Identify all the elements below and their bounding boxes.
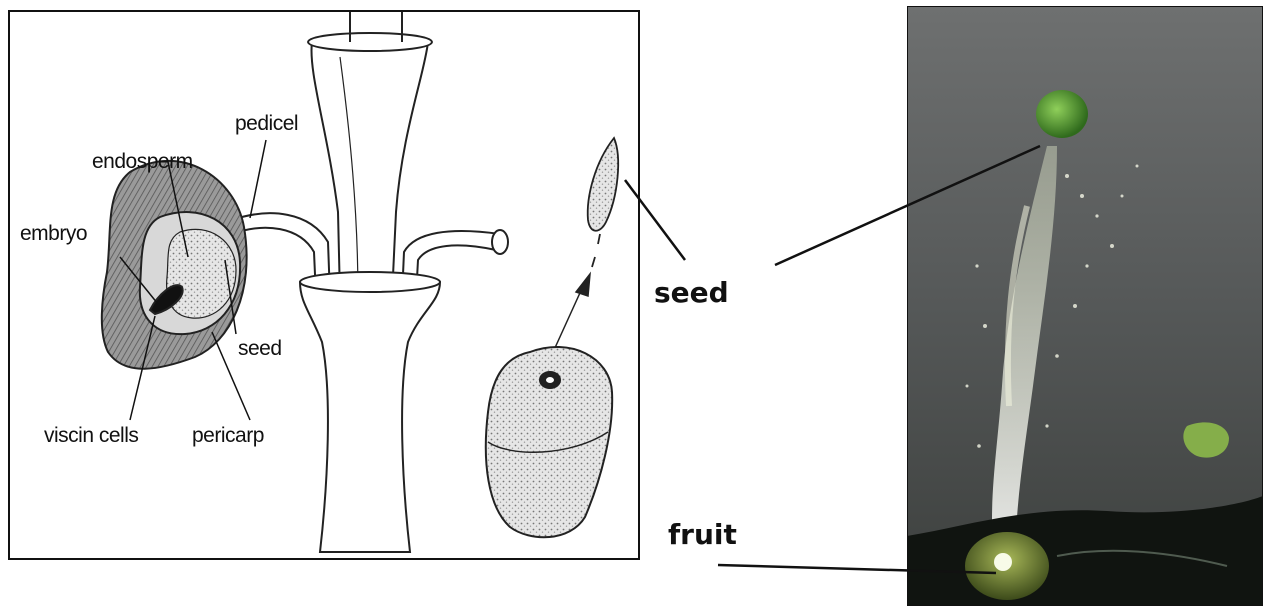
label-pericarp: pericarp xyxy=(192,424,264,448)
whole-fruit xyxy=(486,347,612,537)
diagram-panel: endosperm pedicel embryo seed viscin cel… xyxy=(8,10,640,560)
stem-lower xyxy=(300,272,440,552)
label-viscin-cells: viscin cells xyxy=(44,424,138,448)
callout-seed: seed xyxy=(654,276,729,309)
label-pedicel: pedicel xyxy=(235,112,298,136)
seed-ejection-photo xyxy=(907,6,1263,606)
flying-seed xyxy=(588,138,618,267)
label-embryo: embryo xyxy=(20,222,87,246)
callout-fruit: fruit xyxy=(668,518,737,551)
label-seed: seed xyxy=(238,337,282,361)
mistletoe-fruit-drawing xyxy=(10,12,642,562)
label-endosperm: endosperm xyxy=(92,150,193,174)
photo-render xyxy=(907,6,1263,606)
stem-upper xyxy=(308,12,432,297)
